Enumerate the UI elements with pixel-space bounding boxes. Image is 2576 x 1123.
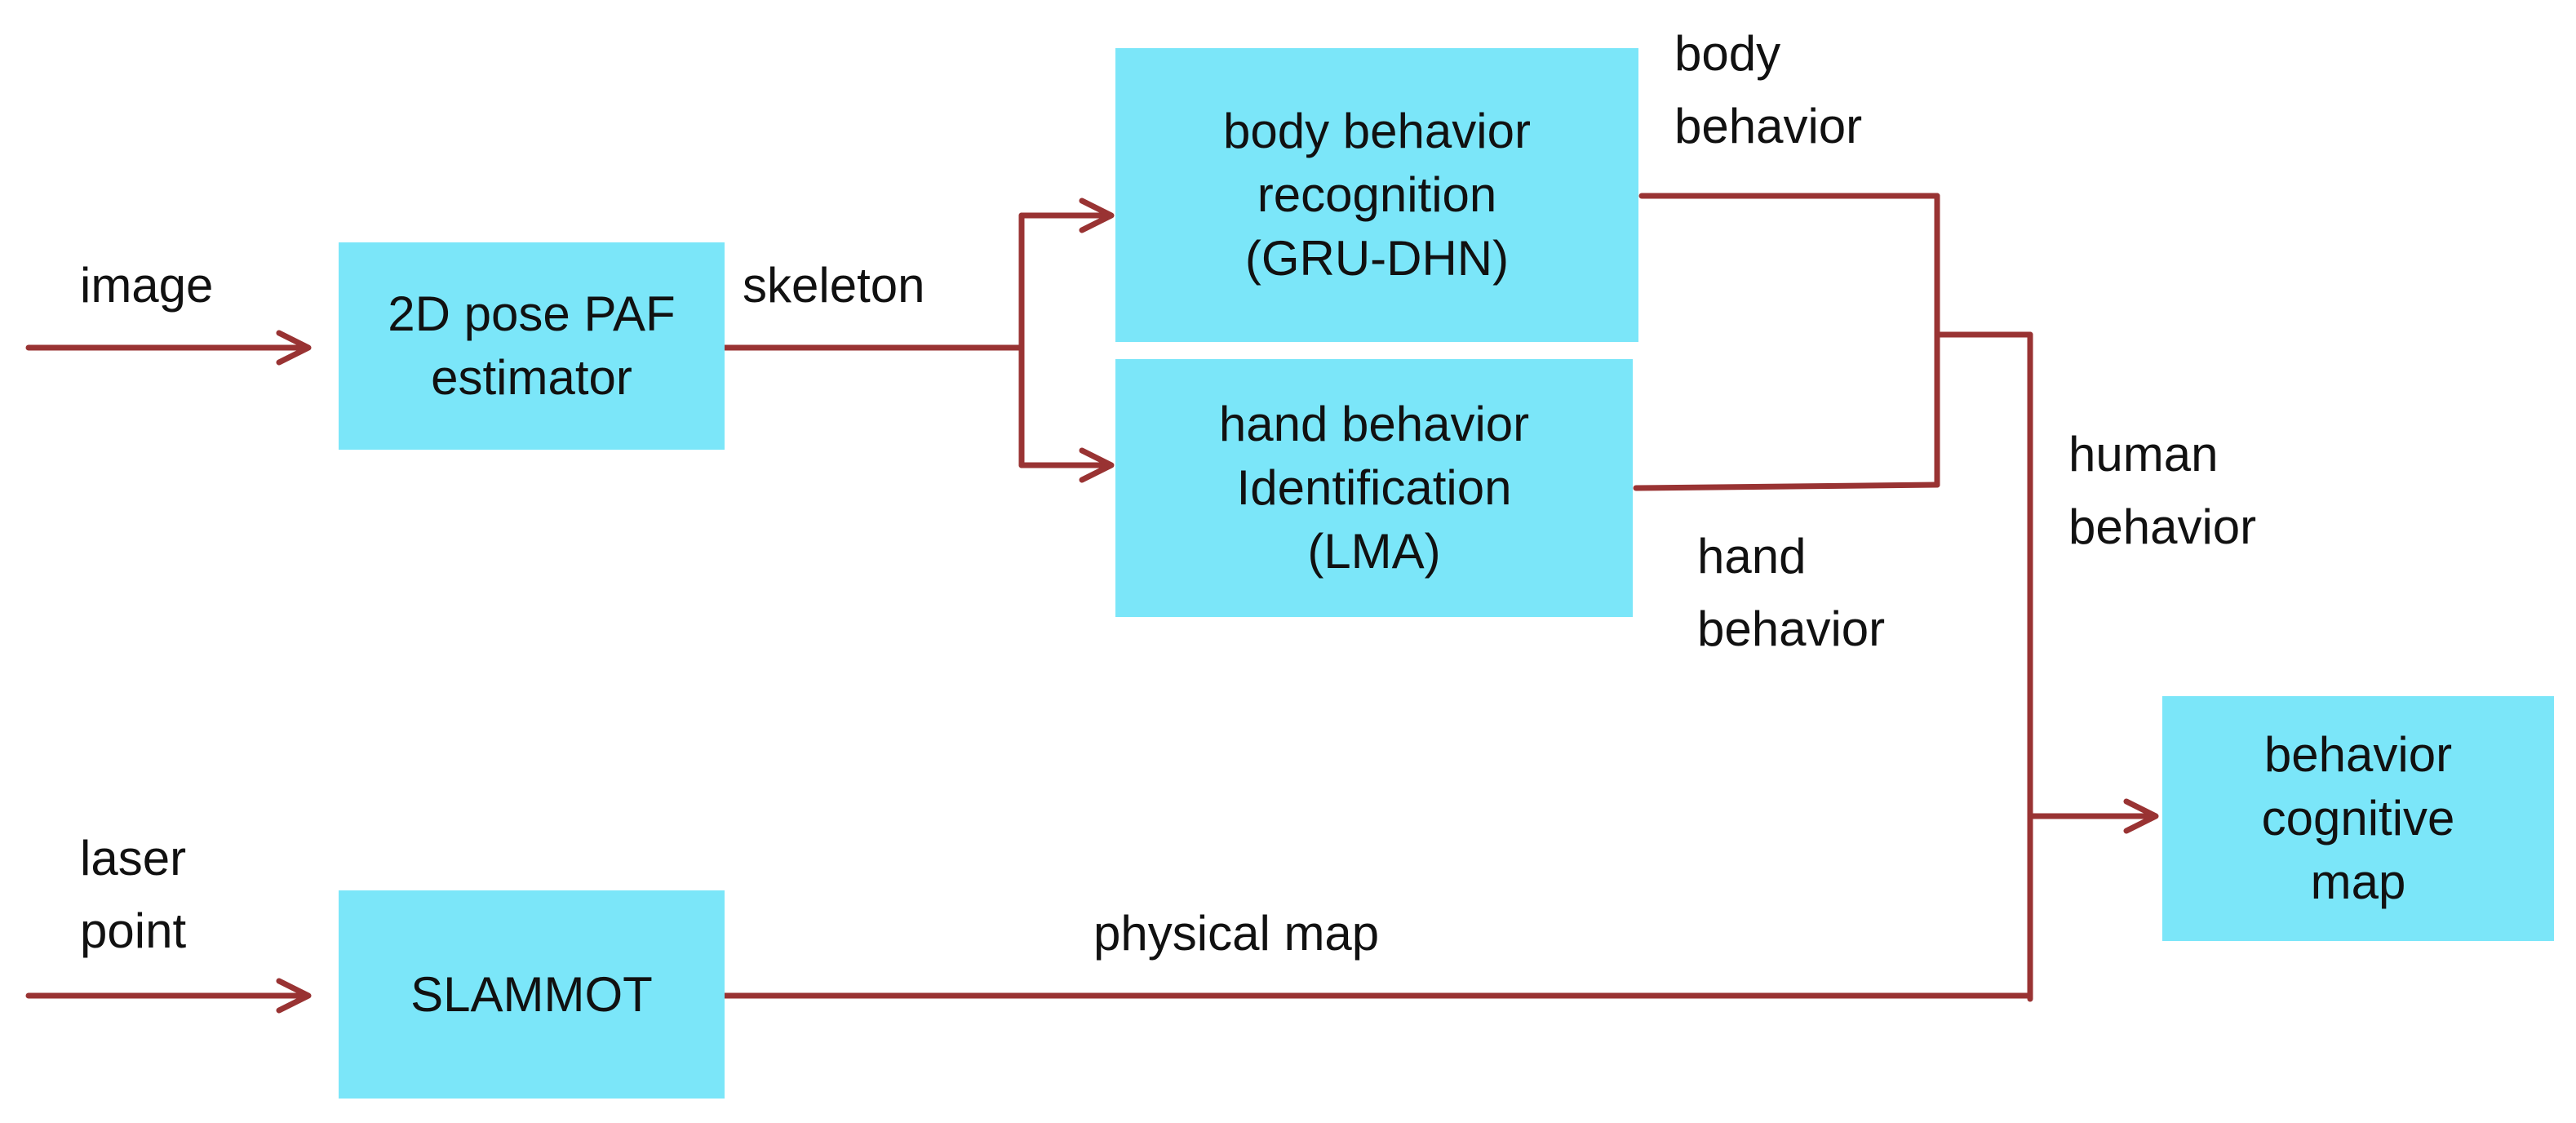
skeleton-label: skeleton — [743, 258, 925, 313]
physical-map-label: physical map — [1093, 906, 1380, 961]
pose-estimator-box: 2D pose PAF estimator — [339, 242, 725, 450]
image-label: image — [80, 258, 214, 313]
human-behavior-connector — [1934, 331, 2159, 1002]
human-behavior-label: human behavior — [2068, 427, 2257, 554]
slammot-label: SLAMMOT — [410, 966, 653, 1022]
body-recognition-box: body behavior recognition (GRU-DHN) — [1115, 48, 1638, 342]
hand-behavior-connector — [1633, 482, 1940, 491]
slammot-box: SLAMMOT — [339, 890, 725, 1099]
image-input-arrow — [25, 330, 312, 366]
hand-identification-label: hand behavior Identification (LMA) — [1218, 397, 1530, 579]
cognitive-map-label: behavior cognitive map — [2261, 727, 2455, 909]
laser-point-label: laser point — [80, 831, 187, 958]
skeleton-connector — [721, 198, 1115, 483]
body-behavior-connector — [1638, 193, 1940, 488]
hand-behavior-label: hand behavior — [1697, 529, 1886, 656]
hand-identification-box: hand behavior Identification (LMA) — [1115, 359, 1633, 617]
pose-estimator-label: 2D pose PAF estimator — [388, 286, 676, 405]
body-behavior-label: body behavior — [1674, 26, 1863, 153]
body-recognition-label: body behavior recognition (GRU-DHN) — [1223, 104, 1531, 286]
cognitive-map-box: behavior cognitive map — [2162, 696, 2554, 941]
laser-input-arrow — [25, 978, 312, 1014]
